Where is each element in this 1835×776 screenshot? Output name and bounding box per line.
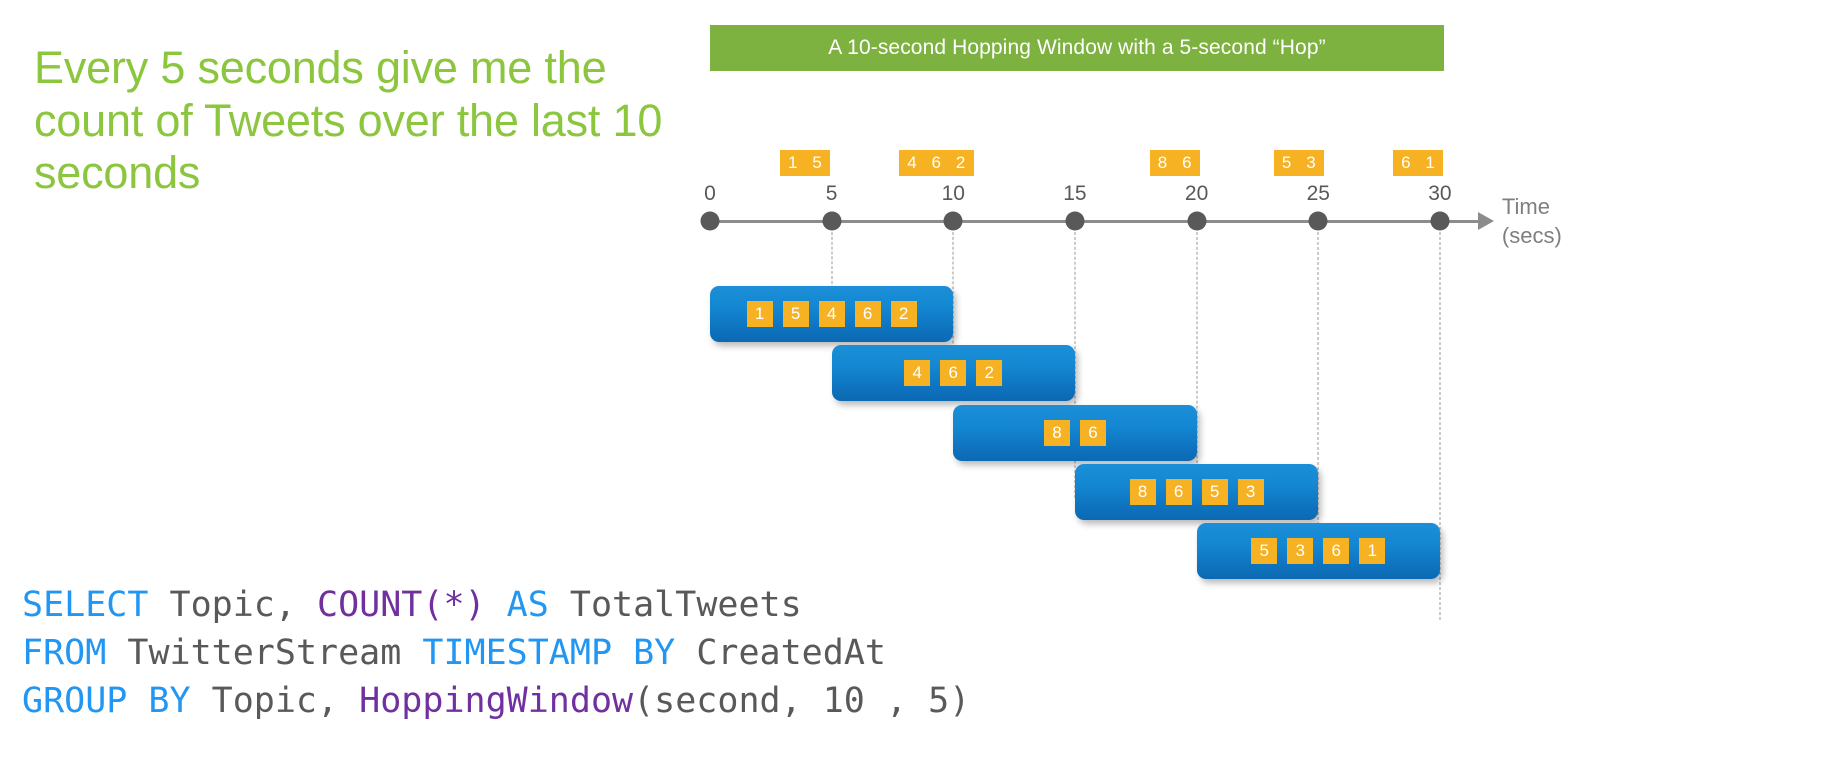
stream-event-token: 1 <box>779 150 806 176</box>
window-event-token: 8 <box>1043 420 1070 446</box>
sql-token-id <box>486 585 507 625</box>
axis-guide-line <box>1317 232 1319 560</box>
sql-token-id: (second, 10 , 5) <box>633 680 971 721</box>
window-event-token: 5 <box>782 301 809 327</box>
window-event-token: 6 <box>1165 479 1192 505</box>
axis-tick-label: 25 <box>1306 182 1330 205</box>
sql-token-id: Topic, <box>190 680 360 721</box>
axis-tick-label: 0 <box>704 182 716 205</box>
stream-event-token: 5 <box>804 150 831 176</box>
sql-line: GROUP BY Topic, HoppingWindow(second, 10… <box>22 678 970 726</box>
window-event-token: 2 <box>890 301 917 327</box>
stream-event-token: 2 <box>947 150 974 176</box>
axis-tick-dot <box>1430 211 1450 231</box>
window-event-token: 3 <box>1237 479 1264 505</box>
stream-event-token: 5 <box>1273 150 1300 176</box>
window-event-token: 8 <box>1129 479 1156 505</box>
sql-token-kw: SELECT <box>22 585 149 625</box>
stream-event-token: 6 <box>1392 150 1419 176</box>
axis-tick-dot <box>822 211 842 231</box>
stream-event-token: 1 <box>1417 150 1444 176</box>
sql-token-kw: GROUP BY <box>22 680 191 721</box>
window-event-token: 4 <box>818 301 845 327</box>
window-event-token: 6 <box>1079 420 1106 446</box>
banner: A 10-second Hopping Window with a 5-seco… <box>710 25 1444 71</box>
window-event-token: 6 <box>1323 538 1350 564</box>
time-axis-arrow-icon <box>1477 212 1494 230</box>
window-event-token: 4 <box>904 360 931 386</box>
sql-token-kw: TIMESTAMP BY <box>422 632 676 673</box>
window-event-token: 6 <box>854 301 881 327</box>
banner-title: A 10-second Hopping Window with a 5-seco… <box>828 36 1326 59</box>
sql-token-fn: COUNT(*) <box>317 585 486 625</box>
stream-event-token: 6 <box>1173 150 1200 176</box>
sql-token-id: Topic, <box>148 585 318 625</box>
axis-tick-dot <box>943 211 963 231</box>
axis-guide-line <box>1439 232 1441 620</box>
time-axis-label: Time (secs) <box>1502 192 1562 250</box>
sql-token-kw: FROM <box>22 632 107 673</box>
sql-token-id: TwitterStream <box>106 632 423 673</box>
axis-guide-line <box>1074 232 1076 498</box>
window-event-token: 1 <box>1359 538 1386 564</box>
axis-guide-line <box>1196 232 1198 498</box>
time-axis-line <box>710 220 1478 223</box>
sql-line: SELECT Topic, COUNT(*) AS TotalTweets <box>22 582 970 630</box>
time-axis-label-line2: (secs) <box>1501 223 1562 249</box>
window-event-token: 1 <box>746 301 773 327</box>
window-event-token: 6 <box>940 360 967 386</box>
window-event-token: 2 <box>976 360 1003 386</box>
axis-guide-line <box>831 232 833 318</box>
axis-tick-dot <box>700 211 720 231</box>
stream-event-token: 6 <box>923 150 950 176</box>
axis-tick-label: 20 <box>1184 182 1209 205</box>
window-event-token: 5 <box>1251 538 1278 564</box>
sql-line: FROM TwitterStream TIMESTAMP BY CreatedA… <box>22 630 970 678</box>
axis-tick-dot <box>1065 211 1085 231</box>
sql-token-id: CreatedAt <box>675 632 886 673</box>
page-title: Every 5 seconds give me the count of Twe… <box>34 42 663 199</box>
axis-tick-dot <box>1187 211 1207 231</box>
axis-tick-label: 10 <box>941 182 965 205</box>
sql-token-id: TotalTweets <box>548 585 802 625</box>
window-event-token: 5 <box>1201 479 1228 505</box>
axis-tick-label: 15 <box>1063 182 1087 205</box>
axis-tick-label: 5 <box>825 182 838 205</box>
axis-tick-label: 30 <box>1428 182 1452 205</box>
sql-token-kw: AS <box>506 585 549 625</box>
axis-guide-line <box>952 232 954 378</box>
axis-tick-dot <box>1308 211 1328 231</box>
stream-event-token: 8 <box>1149 150 1176 176</box>
window-event-token: 3 <box>1287 538 1314 564</box>
stream-event-token: 4 <box>898 150 925 176</box>
sql-token-fn: HoppingWindow <box>359 680 634 721</box>
time-axis-label-line1: Time <box>1501 194 1550 219</box>
stream-event-token: 3 <box>1297 150 1324 176</box>
